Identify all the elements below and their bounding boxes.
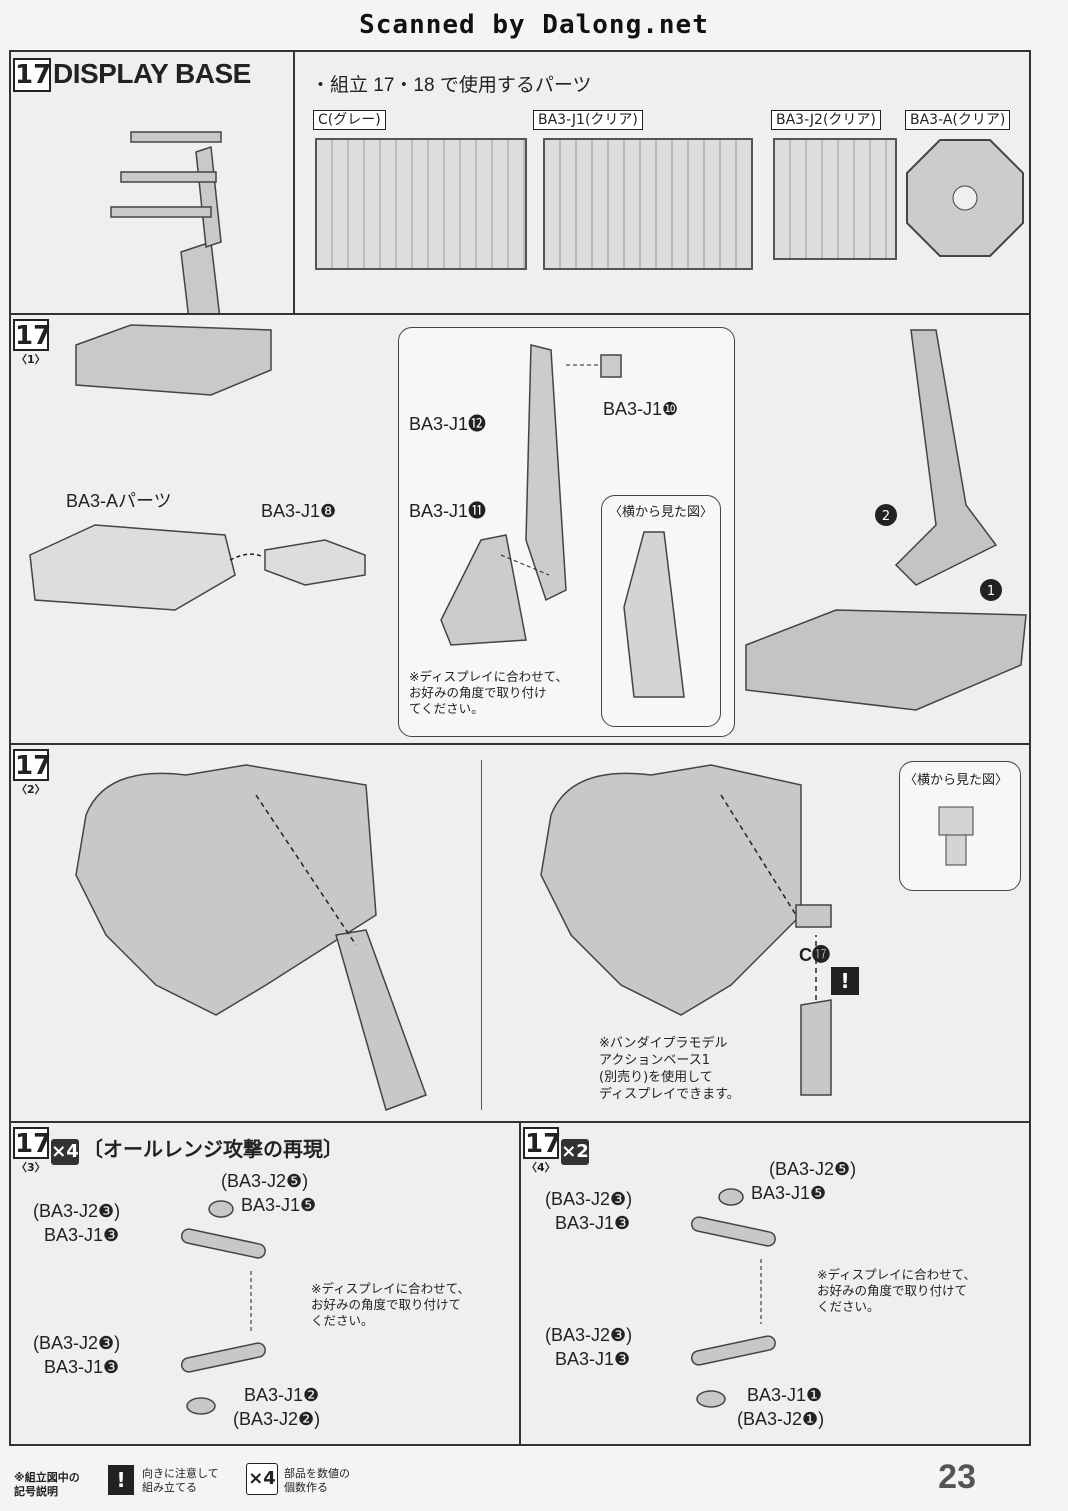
s4-c1: (BA3-J2❸) [545,1325,633,1345]
side-view-arm-illustration [623,531,685,698]
base-assembly-illustration [29,524,366,611]
substep-3-panel: 17 〈3〉 ×4 〔オールレンジ攻撃の再現〕 (BA3-J2❺) BA3-J1… [9,1121,521,1446]
runner-j1 [543,138,753,270]
substep-3-number: 17 [13,1127,52,1159]
s3-a1: (BA3-J2❺) [221,1171,309,1191]
substep-2-panel: 17 〈2〉 〈横から見た図〉 C⓱ ! ※バンダイプラモデル アクションベース… [9,743,1031,1123]
substep-2-number: 17 [13,749,52,781]
model-attach-illustration-left [75,764,427,1111]
s3-angle-note: ※ディスプレイに合わせて、 お好みの角度で取り付けて ください。 [311,1281,470,1328]
runner-j2-label: BA3-J2(クリア) [771,110,881,130]
s3-c2: BA3-J1❸ [44,1357,120,1377]
s3-b2: BA3-J1❸ [44,1225,120,1245]
substep-4-multiplier: ×2 [561,1139,589,1165]
parts-heading: ・組立 17・18 で使用するパーツ [311,75,592,96]
s4-d1: BA3-J1❶ [747,1385,823,1405]
s4-c2: BA3-J1❸ [555,1349,631,1369]
s3-d1: BA3-J1❷ [244,1385,320,1405]
step-2-marker: 2 [882,509,890,524]
side-view-connector-illustration [938,806,974,866]
substep-4-label: 〈4〉 [526,1161,556,1174]
part-j1-12-label: BA3-J1⓬ [409,414,487,434]
scan-credit: Scanned by Dalong.net [359,10,709,40]
stand-assembly-illustration: 1 2 [745,329,1027,711]
arm-parts-illustration [440,344,622,646]
runner-c-label: C(グレー) [313,110,386,130]
page-title: DISPLAY BASE [53,58,251,89]
arm-angle-note: ※ディスプレイに合わせて、 お好みの角度で取り付け てください。 [409,669,568,716]
part-j1-11-label: BA3-J1⓫ [409,501,487,521]
s4-b1: (BA3-J2❸) [545,1189,633,1209]
runner-a-label: BA3-A(クリア) [905,110,1011,130]
legend-caution-desc: 向きに注意して 組み立てる [142,1467,219,1494]
panel-divider [293,52,295,314]
s3-b1: (BA3-J2❸) [33,1201,121,1221]
legend-multiplier-icon: ×4 [246,1463,278,1495]
s4-b2: BA3-J1❸ [555,1213,631,1233]
substep-4-panel: 17 〈4〉 ×2 (BA3-J2❺) BA3-J1❺ (BA3-J2❸) BA… [519,1121,1031,1446]
base-top-illustration [75,324,272,396]
s3-funnel-parts-illustration [180,1200,266,1415]
page-number: 23 [938,1458,976,1496]
model-attach-illustration-right [540,764,832,1096]
legend-caution-icon: ! [108,1465,134,1495]
step-number: 17 [13,58,52,92]
runner-c [315,138,527,270]
substep-4-number: 17 [523,1127,562,1159]
s4-a1: (BA3-J2❺) [769,1159,857,1179]
runner-a-plate [906,139,1024,257]
runner-j1-label: BA3-J1(クリア) [533,110,643,130]
all-range-heading: 〔オールレンジ攻撃の再現〕 [83,1139,343,1161]
part-c17-label: C⓱ [799,945,830,965]
s4-funnel-parts-illustration [690,1188,776,1408]
side-view-label-2: 〈横から見た図〉 [904,772,1009,787]
substep-3-label: 〈3〉 [16,1161,46,1174]
s3-c1: (BA3-J2❸) [33,1333,121,1353]
substep-2-label: 〈2〉 [16,783,46,796]
s4-a2: BA3-J1❺ [751,1183,827,1203]
substep-1-label: 〈1〉 [16,353,46,366]
s4-angle-note: ※ディスプレイに合わせて、 お好みの角度で取り付けて ください。 [817,1267,976,1314]
part-j1-10-label: BA3-J1❿ [603,399,679,419]
s3-a2: BA3-J1❺ [241,1195,317,1215]
substep-3-multiplier: ×4 [51,1139,79,1165]
base-parts-label: BA3-Aパーツ [66,491,172,511]
substep-1-number: 17 [13,319,52,351]
substep-1-panel: 17 〈1〉 BA3-Aパーツ BA3-J1❽ BA3-J1⓬ BA3-J1❿ … [9,313,1031,745]
substep-2-divider [481,760,482,1110]
s3-d2: (BA3-J2❷) [233,1409,321,1429]
side-view-label-1: 〈横から見た図〉 [609,504,714,519]
parts-panel: 17 DISPLAY BASE ・組立 17・18 で使用するパーツ C(グレー… [9,50,1031,403]
caution-icon: ! [831,967,859,995]
part-j1-8-label: BA3-J1❽ [261,501,337,521]
runner-j2 [773,138,897,260]
s4-d2: (BA3-J2❶) [737,1409,825,1429]
action-base-note: ※バンダイプラモデル アクションベース1 (別売り)を使用して ディスプレイでき… [599,1036,740,1102]
step-1-marker: 1 [987,584,995,599]
legend-title: ※組立図中の 記号説明 [14,1471,80,1498]
legend-multiplier-desc: 部品を数値の 個数作る [284,1467,350,1494]
